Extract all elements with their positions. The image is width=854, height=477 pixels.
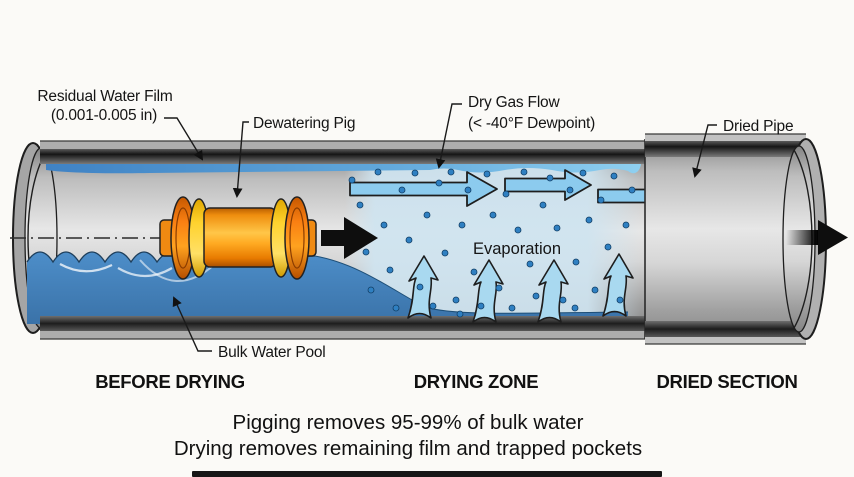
exit-arrow (786, 220, 848, 255)
callout-bulk-water: Bulk Water Pool (172, 296, 326, 361)
section-label-drying-zone: DRYING ZONE (414, 371, 539, 392)
evaporation-label: Evaporation (473, 240, 561, 258)
callout-dried-pipe: Dried Pipe (692, 118, 794, 178)
residual-film-label-line1: Residual Water Film (37, 88, 172, 105)
residual-film-label-line2: (0.001-0.005 in) (51, 107, 157, 124)
caption: Pigging removes 95-99% of bulk water Dry… (174, 411, 642, 460)
pig-arrow (321, 217, 378, 259)
section-label-dried-section: DRIED SECTION (656, 371, 797, 392)
droplets (348, 168, 636, 318)
dry-gas-label-line2: (< -40°F Dewpoint) (468, 115, 595, 132)
caption-line1: Pigging removes 95-99% of bulk water (233, 411, 584, 434)
callout-residual-film: Residual Water Film (0.001-0.005 in) (37, 88, 204, 161)
bulk-water-leader-line (172, 296, 212, 352)
bulk-water-label: Bulk Water Pool (218, 344, 326, 361)
dewatering-pig-leader-line (232, 121, 249, 198)
caption-line2: Drying removes remaining film and trappe… (174, 437, 642, 460)
dried-pipe-label: Dried Pipe (723, 118, 793, 135)
callout-dewatering-pig: Dewatering Pig (232, 115, 356, 198)
cropped-text-artifact (192, 471, 662, 477)
section-labels: BEFORE DRYING DRYING ZONE DRIED SECTION (95, 371, 798, 392)
residual-film-leader-line (164, 117, 204, 161)
section-label-before-drying: BEFORE DRYING (95, 371, 245, 392)
dried-pipe-leader-line (692, 124, 717, 178)
dewatering-pig-label: Dewatering Pig (253, 115, 355, 132)
residual-film (46, 164, 641, 174)
dewatering-pig (159, 196, 317, 280)
callout-dry-gas: Dry Gas Flow (< -40°F Dewpoint) (435, 94, 595, 169)
dry-gas-leader-line (435, 103, 462, 169)
dry-gas-label-line1: Dry Gas Flow (468, 94, 560, 111)
